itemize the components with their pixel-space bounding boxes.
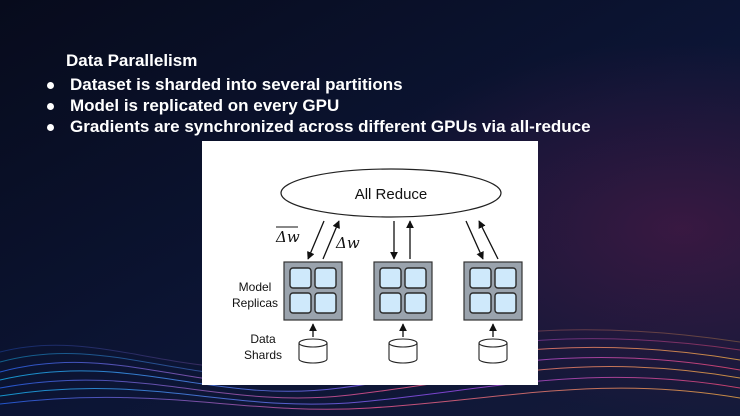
cylinder-body [478,343,508,364]
cylinder-body [388,343,418,364]
all-reduce-label: All Reduce [355,186,428,203]
diagram-canvas: All Reduce Δw Δw Model Replicas Data Sha… [232,168,523,364]
arrow-down [307,220,325,260]
replica-2 [373,261,433,364]
replica-3 [463,261,523,364]
bullet-item: Dataset is sharded into several partitio… [44,74,591,95]
gradient-label: Δw [335,234,360,252]
data-shards-label-line1: Data [250,332,276,346]
data-shard-cylinder-icon [298,338,328,364]
gpu-cell [379,292,402,314]
arrow-down [465,220,484,260]
bullet-dot-icon [47,82,54,89]
model-replicas [283,261,523,364]
gpu-cell [314,292,337,314]
bullet-list: Dataset is sharded into several partitio… [44,74,591,137]
model-replicas-label-line2: Replicas [232,296,278,310]
bullet-text: Gradients are synchronized across differ… [70,117,591,136]
bullet-dot-icon [47,124,54,131]
bullet-item: Gradients are synchronized across differ… [44,116,591,137]
data-shards-label-line2: Shards [244,348,282,362]
cylinder-body [298,343,328,364]
data-shard-cylinder-icon [388,338,418,364]
cylinder-top [298,338,328,348]
gpu-cell [469,292,492,314]
data-shard-cylinder-icon [478,338,508,364]
gpu-cell [379,267,402,289]
bullet-dot-icon [47,103,54,110]
sync-arrows [307,220,499,260]
all-reduce-node: All Reduce [280,168,502,218]
arrow-up [322,220,340,260]
gpu-cell [494,292,517,314]
gpu-cell [494,267,517,289]
gpu-cell [404,267,427,289]
cylinder-top [478,338,508,348]
bullet-item: Model is replicated on every GPU [44,95,591,116]
gradient-avg-label: Δw [275,228,300,246]
gpu-cell [404,292,427,314]
gradient-avg-annotation: Δw [275,226,300,246]
bullet-text: Model is replicated on every GPU [70,96,340,115]
cylinder-top [388,338,418,348]
replica-1 [283,261,343,364]
bullet-text: Dataset is sharded into several partitio… [70,75,403,94]
gpu-cell [289,292,312,314]
gpu-cell [314,267,337,289]
gpu-cell [469,267,492,289]
data-parallelism-diagram: All Reduce Δw Δw Model Replicas Data Sha… [202,141,538,385]
model-replicas-label-line1: Model [239,280,272,294]
arrow-up [478,220,499,260]
slide-title: Data Parallelism [66,51,198,70]
gpu-cell [289,267,312,289]
